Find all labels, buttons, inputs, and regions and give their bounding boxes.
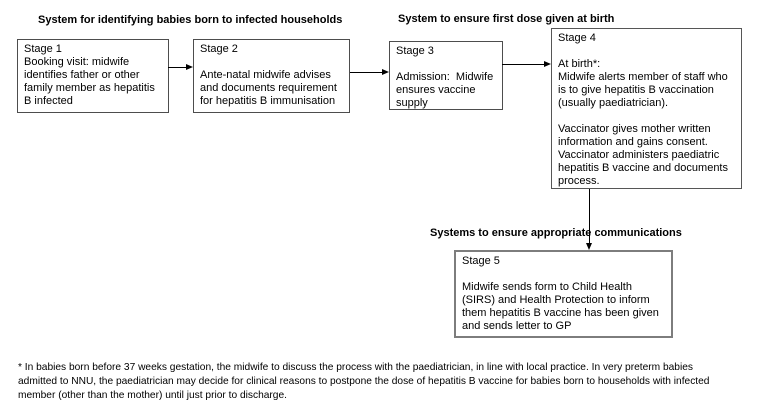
heading-first-dose-system: System to ensure first dose given at bir… bbox=[398, 13, 615, 25]
footnote-preterm-babies: * In babies born before 37 weeks gestati… bbox=[18, 362, 710, 401]
stage-3-box: Stage 3 Admission: Midwife ensures vacci… bbox=[389, 41, 503, 110]
arrow-line bbox=[589, 189, 590, 244]
arrow-down-icon bbox=[586, 243, 592, 250]
stage-1-box: Stage 1 Booking visit: midwife identifie… bbox=[17, 39, 169, 113]
stage-4-box: Stage 4 At birth*: Midwife alerts member… bbox=[551, 28, 742, 189]
stage-2-box: Stage 2 Ante-natal midwife advises and d… bbox=[193, 39, 350, 113]
arrow-line bbox=[502, 64, 545, 65]
stage-5-box: Stage 5 Midwife sends form to Child Heal… bbox=[454, 250, 673, 338]
heading-communications-system: Systems to ensure appropriate communicat… bbox=[430, 227, 682, 239]
arrow-line bbox=[350, 72, 383, 73]
arrow-right-icon bbox=[544, 61, 551, 67]
arrow-right-icon bbox=[382, 69, 389, 75]
heading-identifying-system: System for identifying babies born to in… bbox=[38, 14, 343, 26]
arrow-right-icon bbox=[186, 64, 193, 70]
arrow-line bbox=[168, 67, 187, 68]
